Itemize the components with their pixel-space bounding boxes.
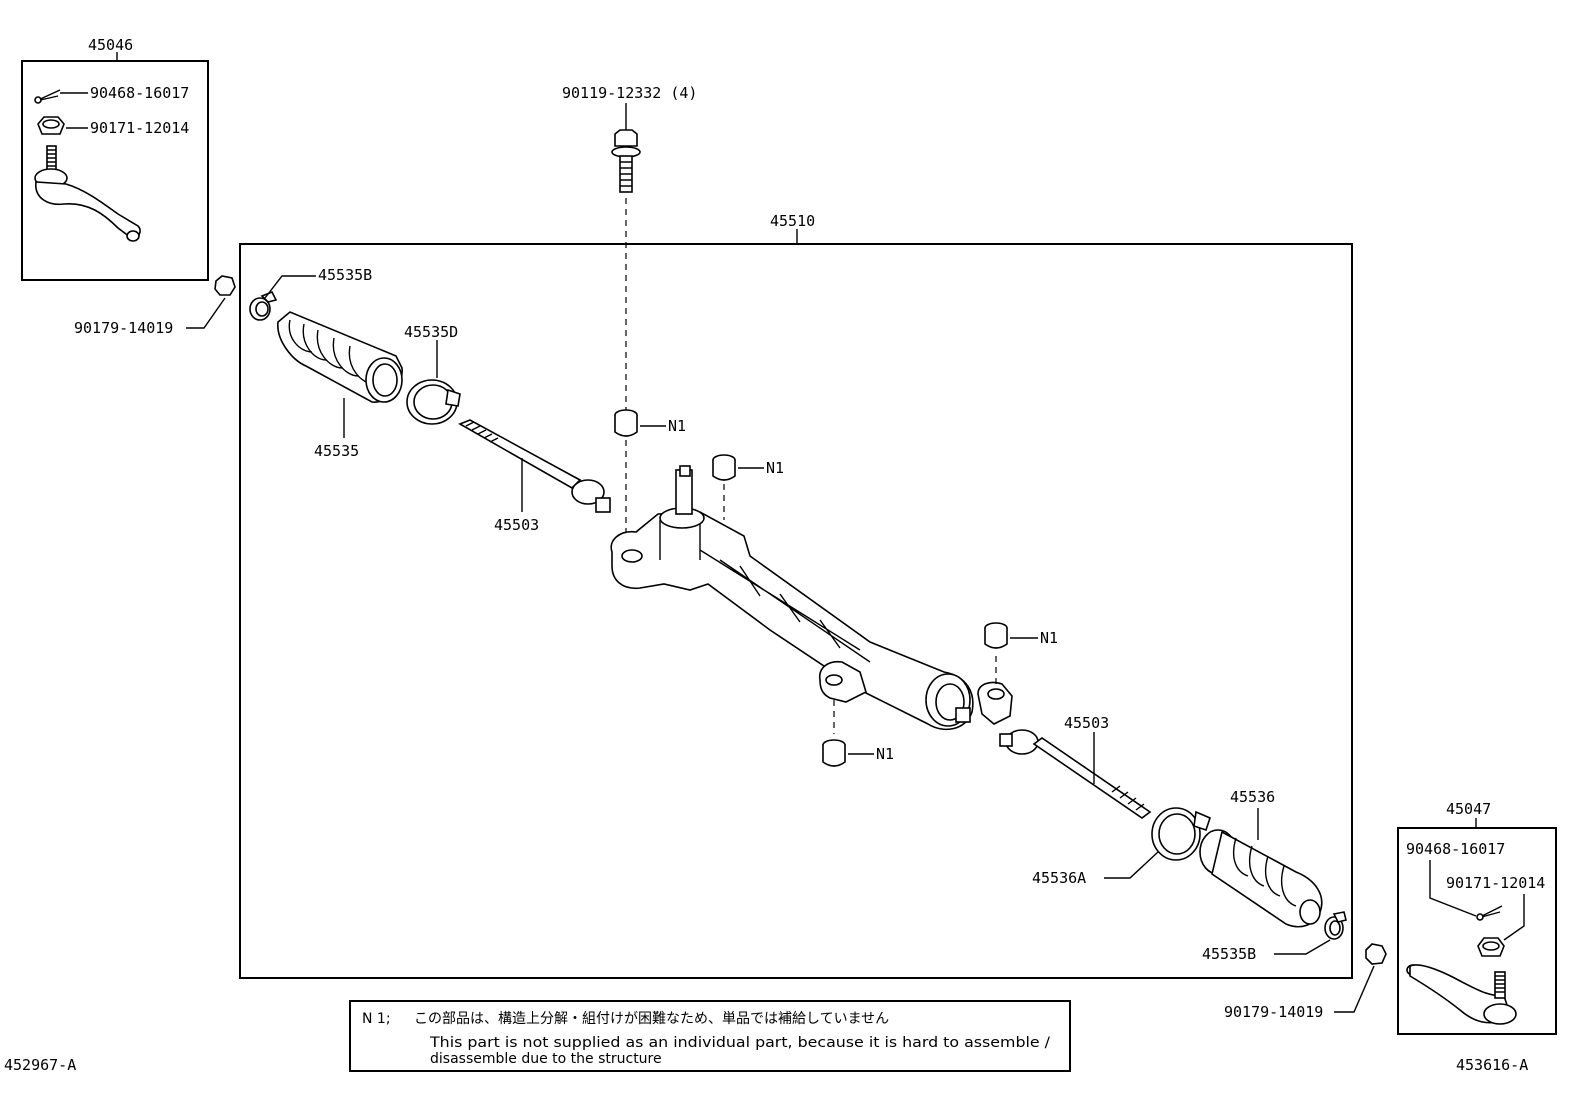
note-english-line-1: This part is not supplied as an individu… [429,1035,1050,1051]
castle-nut-left-icon [37,116,65,135]
note-box [349,1000,1071,1072]
n1-b-label: N1 [766,459,784,477]
figure-code-right: 453616-A [1456,1056,1528,1074]
kit-right-box [1397,827,1557,1035]
kit-right-lnut-label: 90179-14019 [1224,1003,1323,1021]
lock-nut-left-icon [214,275,236,296]
rack-boot-left-icon [277,311,403,403]
tie-rod-end-left-icon [34,145,141,242]
note-japanese: この部品は、構造上分解・組付けが困難なため、単品では補給していません [414,1011,889,1027]
bushing-n1-b-icon [712,454,736,481]
cotter-pin-left-icon [34,89,61,104]
figure-code-left: 452967-A [4,1056,76,1074]
flange-bolt-icon [611,129,641,193]
kit-left-lnut-label: 90179-14019 [74,319,173,337]
clamp-a-label: 45536A [1032,869,1086,887]
n1-a-label: N1 [668,417,686,435]
note-english-line-2: disassemble due to the structure [430,1051,662,1067]
kit-left-label: 45046 [88,36,133,54]
n1-c-label: N1 [1040,629,1058,647]
bushing-n1-d-icon [822,739,846,767]
boot-clamp-a-icon [1151,807,1211,861]
clamp-b-top-label: 45535B [318,266,372,284]
boot-clip-top-icon [249,290,278,321]
assembly-box [239,243,1353,979]
assembly-label: 45510 [770,212,815,230]
n1-d-label: N1 [876,745,894,763]
bushing-n1-a-icon [614,409,638,437]
tie-rod-right-icon [999,729,1152,819]
bolt-label: 90119-12332 (4) [562,84,697,102]
note-key: N 1; [362,1011,391,1027]
kit-right-nut-label: 90171-12014 [1446,874,1545,892]
tie-rod-left-icon [458,419,611,513]
clamp-b-bottom-label: 45535B [1202,945,1256,963]
clamp-d-label: 45535D [404,323,458,341]
rack-boot-right-icon [1199,829,1323,928]
boot-clip-bottom-icon [1324,911,1347,940]
castle-nut-right-icon [1477,937,1505,957]
tie-rod-end-right-icon [1406,964,1517,1025]
kit-left-nut-label: 90171-12014 [90,119,189,137]
cotter-pin-right-icon [1476,905,1503,921]
bushing-n1-c-icon [984,622,1008,649]
kit-left-box [21,60,209,281]
kit-right-clip-label: 90468-16017 [1406,840,1505,858]
boot-left-label: 45535 [314,442,359,460]
kit-right-label: 45047 [1446,800,1491,818]
tie-rod-left-label: 45503 [494,516,539,534]
tie-rod-right-label: 45503 [1064,714,1109,732]
steering-rack-housing-icon [610,465,1013,731]
lock-nut-right-icon [1365,943,1387,965]
kit-left-clip-label: 90468-16017 [90,84,189,102]
boot-clamp-d-icon [406,379,461,425]
boot-right-label: 45536 [1230,788,1275,806]
